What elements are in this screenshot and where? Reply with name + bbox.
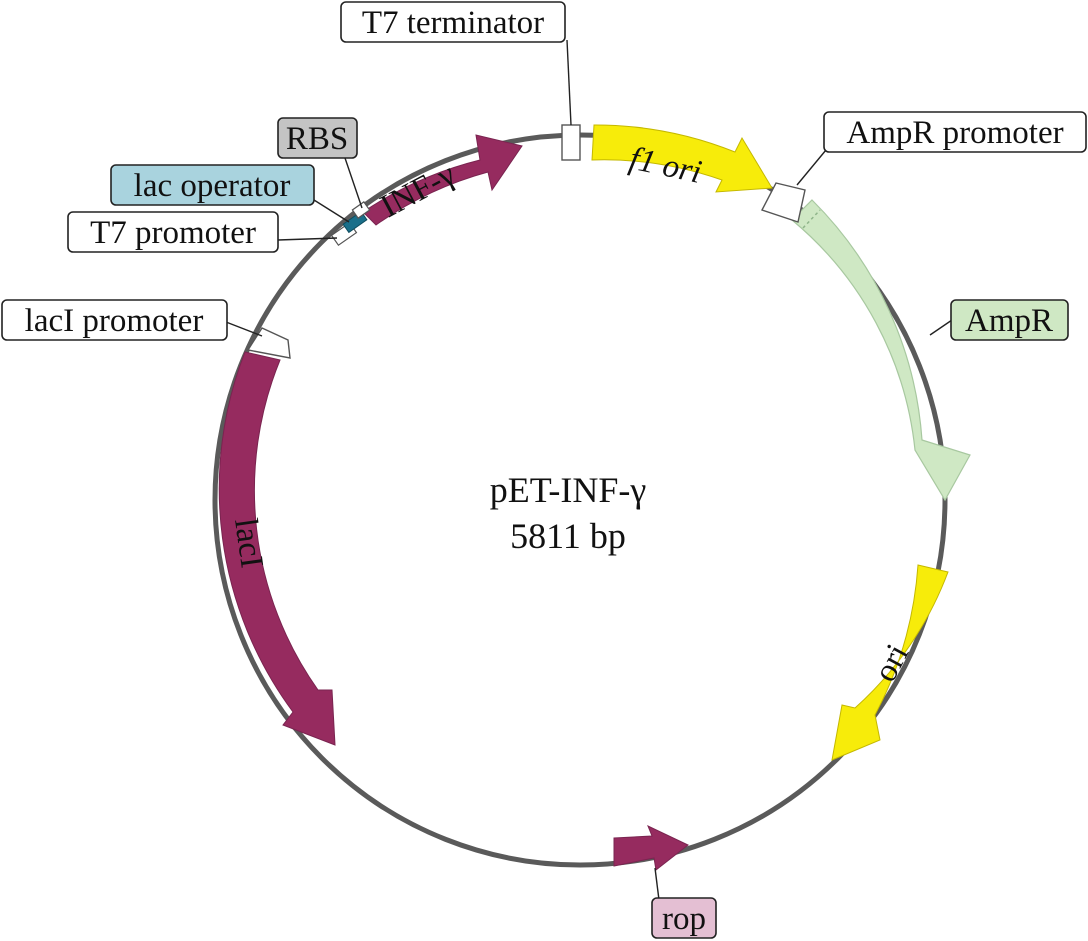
ori-arrow	[831, 564, 949, 761]
plasmid-size: 5811 bp	[510, 516, 626, 556]
ampr-arrow	[791, 199, 971, 502]
callout-rop: rop	[651, 897, 717, 939]
svg-text:T7 promoter: T7 promoter	[90, 215, 256, 251]
inf-gamma-label: INF-γ	[375, 156, 461, 225]
svg-text:T7 terminator: T7 terminator	[362, 5, 544, 41]
rop-arrow	[613, 825, 689, 871]
svg-text:lac operator: lac operator	[134, 168, 291, 204]
t7-terminator-marker	[561, 124, 581, 161]
rbs-leader	[344, 157, 363, 209]
callout-ampr: AmpR	[950, 299, 1069, 341]
callout-ampr-promoter: AmpR promoter	[823, 111, 1087, 153]
t7-terminator-leader	[566, 39, 572, 126]
laci-arrow	[218, 351, 336, 746]
t7-promoter-leader	[277, 237, 338, 241]
rbs-marker	[351, 201, 371, 219]
ampr-leader	[929, 319, 953, 336]
ampr-promoter-leader	[796, 149, 827, 186]
callout-lac-operator: lac operator	[110, 164, 315, 206]
ampr-promoter-marker	[761, 182, 806, 223]
svg-text:lacI promoter: lacI promoter	[25, 303, 204, 339]
svg-text:AmpR promoter: AmpR promoter	[846, 115, 1063, 151]
ampr-inner-mark	[802, 209, 821, 229]
plasmid-name: pET-INF-γ	[490, 470, 647, 510]
lac-operator-leader	[313, 199, 350, 223]
svg-text:rop: rop	[662, 901, 706, 937]
callout-rbs: RBS	[277, 117, 358, 159]
svg-text:RBS: RBS	[286, 121, 348, 157]
laci-promoter-marker	[246, 327, 291, 359]
svg-text:AmpR: AmpR	[965, 303, 1053, 339]
laci-label: lacI	[227, 516, 270, 570]
callout-laci-promoter: lacI promoter	[1, 299, 228, 341]
rop-leader	[654, 867, 660, 901]
callout-t7-promoter: T7 promoter	[67, 211, 279, 253]
laci-promoter-leader	[225, 321, 263, 337]
callout-t7-terminator: T7 terminator	[340, 1, 566, 43]
inf-gamma-arrow	[362, 134, 523, 226]
f1-ori-arrow	[591, 124, 773, 193]
